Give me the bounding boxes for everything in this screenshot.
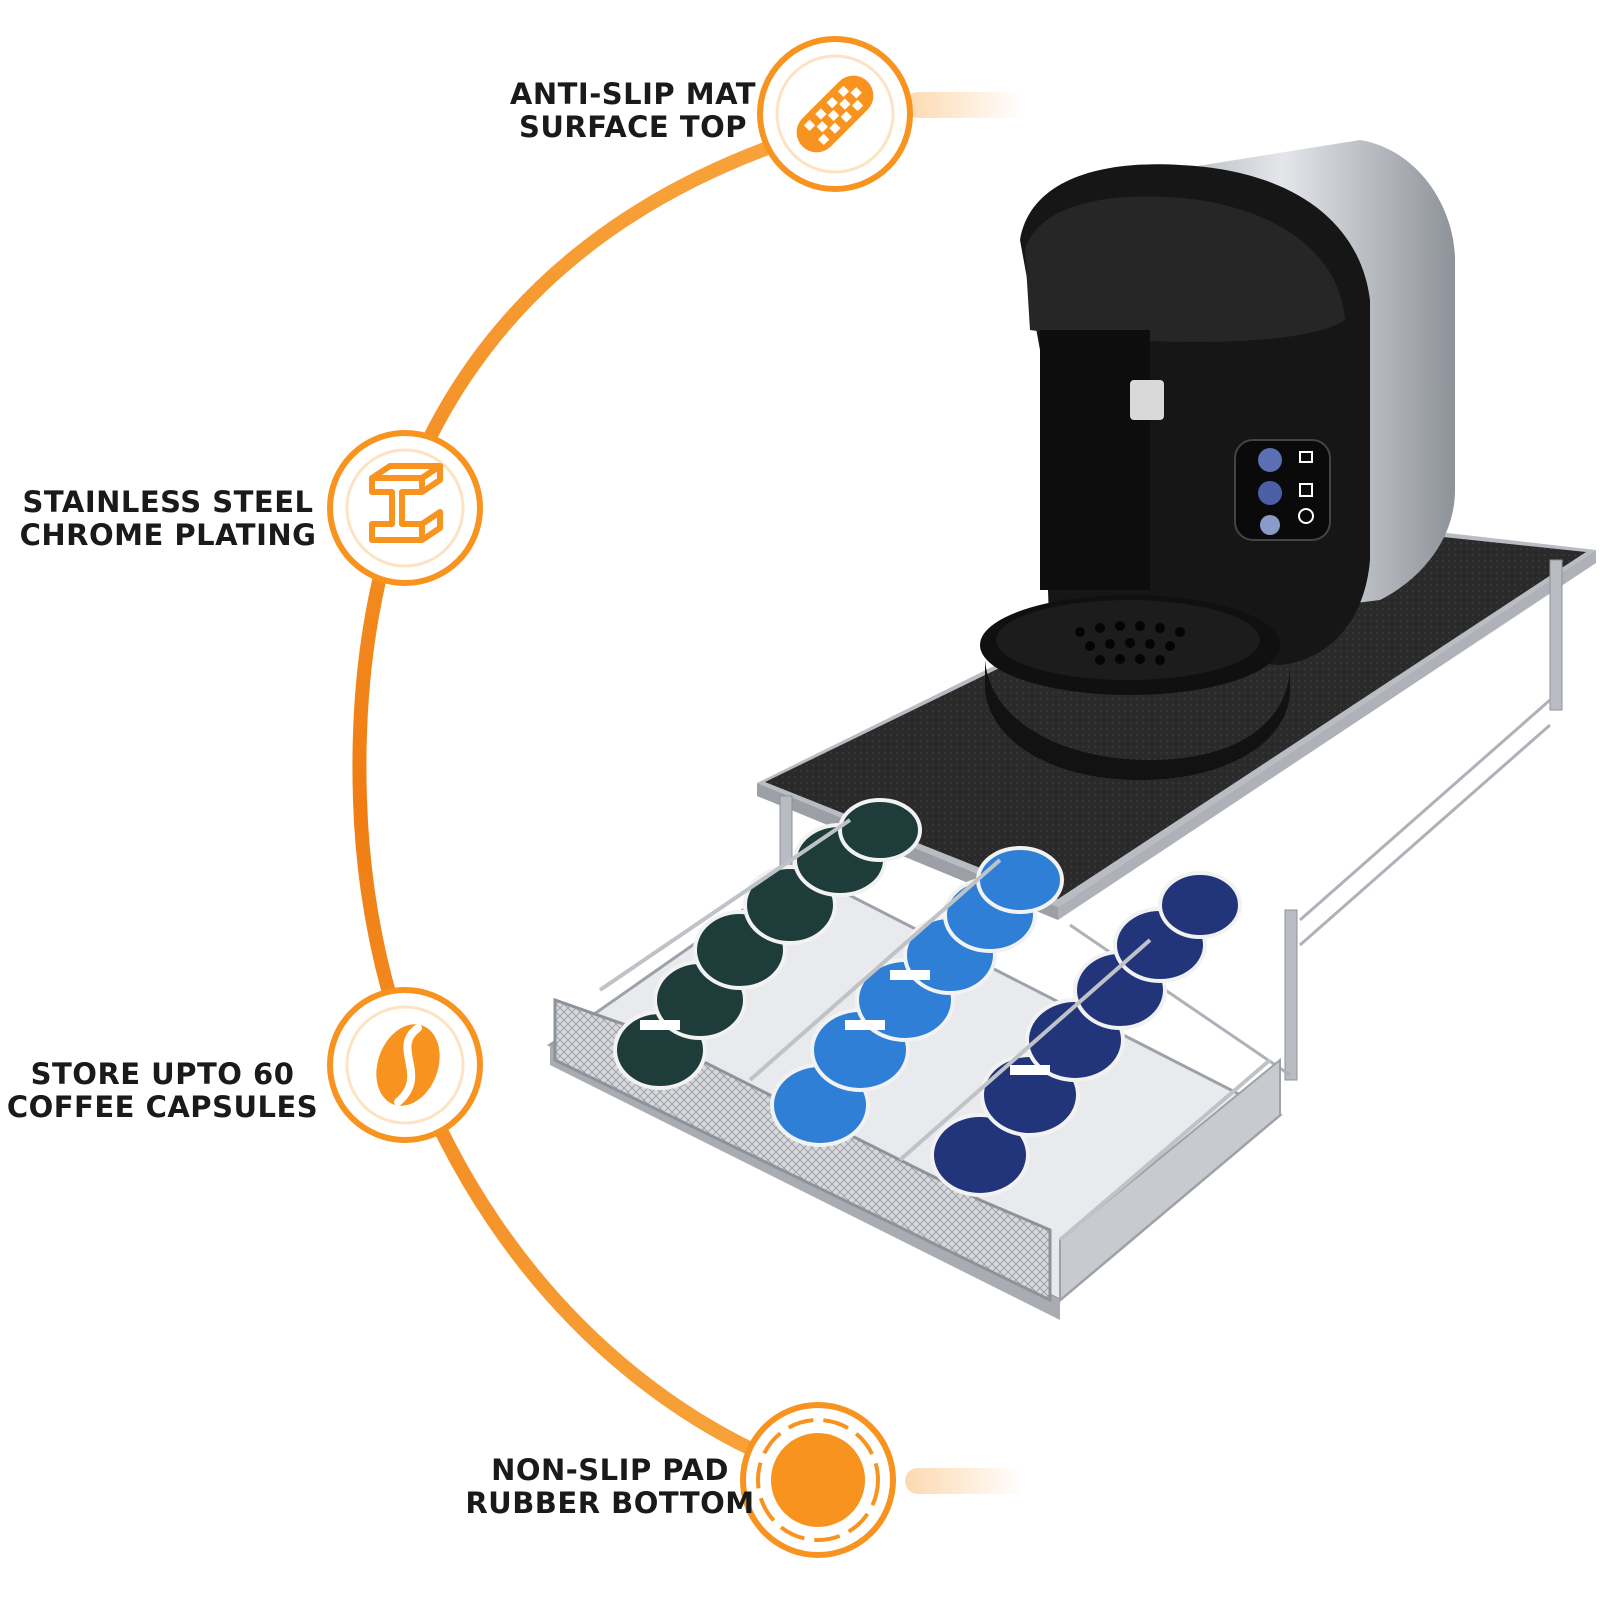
drawer-dividers bbox=[598, 818, 1272, 1242]
stand-legs bbox=[779, 559, 1563, 1081]
coffee-machine bbox=[980, 140, 1455, 780]
rubber-pad-icon bbox=[740, 1402, 896, 1558]
coffee-bean-icon bbox=[327, 987, 483, 1143]
glow-tail-top bbox=[905, 92, 1025, 118]
feature-label-anti-slip-mat: ANTI-SLIP MAT SURFACE TOP bbox=[509, 77, 757, 144]
steel-beam-icon bbox=[327, 430, 483, 586]
anti-slip-mat-icon bbox=[757, 36, 913, 192]
feature-label-capsules: STORE UPTO 60 COFFEE CAPSULES bbox=[6, 1057, 319, 1124]
coffee-capsules bbox=[613, 798, 1242, 1197]
stand-rails bbox=[1069, 698, 1551, 1077]
feature-label-stainless-steel: STAINLESS STEEL CHROME PLATING bbox=[19, 485, 317, 552]
arc-path bbox=[352, 133, 807, 1477]
glow-tail-bottom bbox=[905, 1468, 1025, 1494]
feature-label-rubber-bottom: NON-SLIP PAD RUBBER BOTTOM bbox=[465, 1453, 755, 1520]
